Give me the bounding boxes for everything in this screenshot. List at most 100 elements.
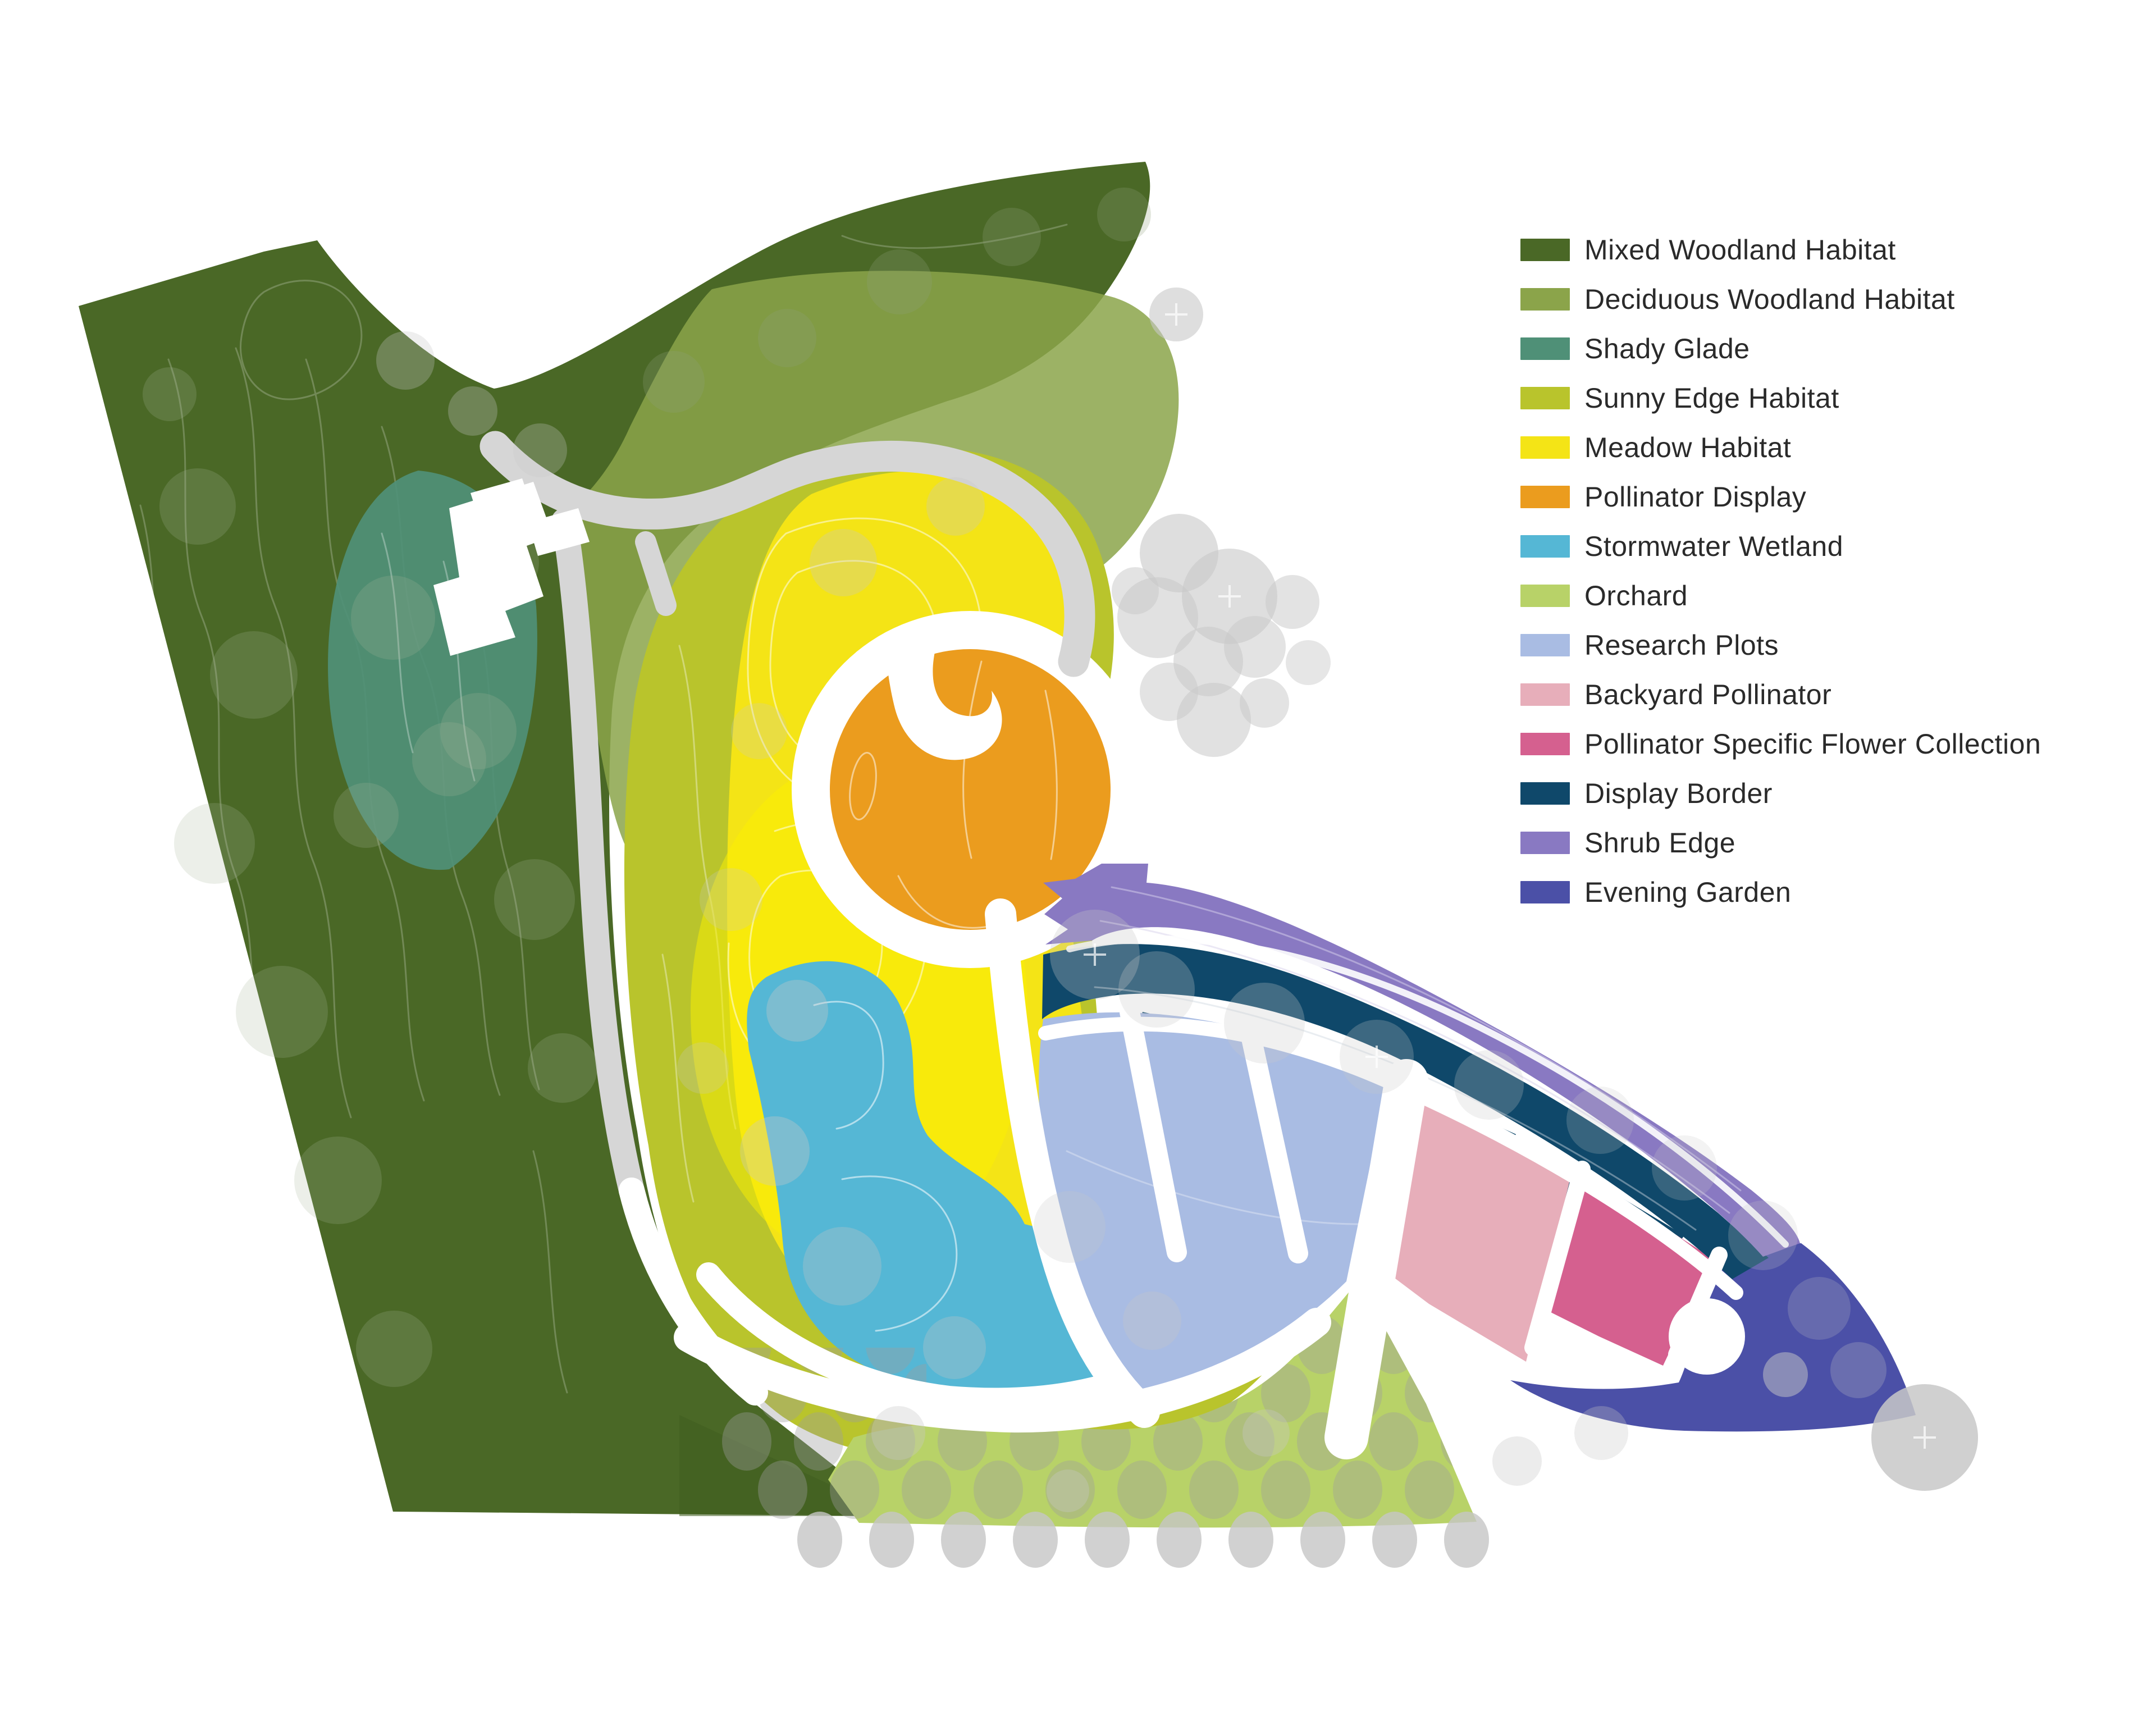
building-connector xyxy=(528,508,590,556)
tree-canopy xyxy=(758,309,816,367)
tree-canopy xyxy=(448,386,497,436)
tree-canopy xyxy=(731,703,787,759)
contour-line xyxy=(1111,886,1742,1192)
trail-bottom-sweep xyxy=(674,1308,1331,1433)
region-research-plots xyxy=(1039,1012,1387,1394)
legend-label: Deciduous Woodland Habitat xyxy=(1584,284,1955,315)
legend-label: Display Border xyxy=(1584,778,1773,809)
tree-canopy xyxy=(1788,1277,1851,1340)
building xyxy=(433,482,553,656)
contour-line xyxy=(841,223,1068,249)
tree-canopy xyxy=(1300,1512,1345,1568)
tree-canopy xyxy=(1372,1512,1417,1568)
legend-swatch-backyard-pollinator xyxy=(1520,683,1570,706)
pollinator-display-oval xyxy=(849,752,877,820)
tree-canopy xyxy=(1085,1512,1130,1568)
legend-item-shrub-edge: Shrub Edge xyxy=(1520,818,2041,868)
legend-item-backyard-pollinator: Backyard Pollinator xyxy=(1520,670,2041,719)
tree-canopy xyxy=(412,722,486,796)
tree-canopy xyxy=(803,1227,881,1306)
legend-swatch-deciduous-woodland xyxy=(1520,288,1570,311)
orchard-tree-dot xyxy=(1405,1461,1454,1519)
tree-canopy xyxy=(1763,1352,1808,1397)
legend-swatch-pollinator-specific xyxy=(1520,733,1570,755)
orchard-tree-dot xyxy=(1333,1461,1382,1519)
legend-item-research-plots: Research Plots xyxy=(1520,620,2041,670)
contour-line xyxy=(841,1175,958,1332)
contour-line xyxy=(962,660,983,859)
legend-label: Pollinator Specific Flower Collection xyxy=(1584,728,2041,760)
legend-swatch-research-plots xyxy=(1520,634,1570,656)
plot-divider xyxy=(1524,1161,1591,1356)
contour-line xyxy=(381,532,414,754)
contour-line xyxy=(235,347,352,1119)
legend-item-shady-glade: Shady Glade xyxy=(1520,324,2041,373)
legend-swatch-pollinator-display xyxy=(1520,486,1570,508)
legend-item-stormwater-wetland: Stormwater Wetland xyxy=(1520,522,2041,571)
legend-item-sunny-edge: Sunny Edge Habitat xyxy=(1520,373,2041,423)
orchard-tree-dot xyxy=(1369,1412,1418,1471)
orchard-tree-dot xyxy=(1045,1461,1095,1519)
tree-canopy xyxy=(1830,1342,1886,1398)
tree-canopy xyxy=(871,1406,925,1460)
tree-canopy xyxy=(210,631,298,719)
tree-canopy xyxy=(1224,616,1286,678)
tree-canopy xyxy=(1566,1087,1634,1154)
tree-canopy xyxy=(923,1316,986,1379)
orchard-tree-dot xyxy=(866,1412,915,1471)
tree-canopy xyxy=(643,351,705,413)
tree-canopy xyxy=(528,1033,597,1103)
orchard-tree-dot xyxy=(1153,1412,1203,1471)
tree-canopy xyxy=(294,1137,382,1224)
tree-plus-mark xyxy=(1084,943,1106,966)
legend-swatch-mixed-woodland xyxy=(1520,239,1570,261)
tree-canopy xyxy=(159,468,236,545)
contour-line xyxy=(1044,690,1058,860)
walk-main-loop xyxy=(479,431,1095,677)
tree-canopy xyxy=(1243,1409,1290,1457)
tree-canopy xyxy=(1266,575,1319,629)
orchard-tree-dot xyxy=(1261,1461,1310,1519)
tree-canopy xyxy=(1728,1201,1798,1270)
contour-line xyxy=(167,358,271,1124)
legend-swatch-stormwater-wetland xyxy=(1520,535,1570,558)
orchard-tree-dot xyxy=(1261,1364,1310,1422)
tree-canopy-layer xyxy=(143,188,1978,1512)
plot-divider xyxy=(1120,1002,1187,1262)
tree-canopy xyxy=(1240,678,1289,728)
legend-swatch-orchard xyxy=(1520,585,1570,607)
legend-label: Stormwater Wetland xyxy=(1584,531,1844,562)
legend-item-evening-garden: Evening Garden xyxy=(1520,868,2041,917)
tree-canopy xyxy=(494,859,575,940)
orchard-tree-dot xyxy=(794,1412,843,1471)
legend-item-meadow: Meadow Habitat xyxy=(1520,423,2041,472)
orchard-tree-dot xyxy=(1405,1364,1454,1422)
map-legend: Mixed Woodland Habitat Deciduous Woodlan… xyxy=(1520,225,2041,917)
legend-label: Orchard xyxy=(1584,580,1688,611)
tree-canopy xyxy=(766,980,828,1042)
tree-canopy xyxy=(1454,1050,1524,1120)
orchard-tree-dot xyxy=(722,1412,771,1471)
tree-plus-mark xyxy=(1165,303,1187,326)
tree-canopy xyxy=(143,367,197,421)
tree-canopy xyxy=(1224,983,1305,1064)
legend-swatch-display-border xyxy=(1520,782,1570,805)
tree-canopy xyxy=(1123,1292,1181,1350)
tree-canopy xyxy=(1444,1512,1489,1568)
legend-label: Shrub Edge xyxy=(1584,827,1736,859)
contour-line xyxy=(661,953,695,1203)
trail-inner-sweep xyxy=(985,898,1160,1428)
region-shrub-edge xyxy=(1043,864,1800,1257)
legend-label: Backyard Pollinator xyxy=(1584,679,1832,710)
tree-canopy xyxy=(867,249,932,314)
tree-canopy xyxy=(1034,1191,1106,1263)
legend-item-deciduous-woodland: Deciduous Woodland Habitat xyxy=(1520,275,2041,324)
tree-canopy xyxy=(1112,567,1159,614)
visitor-buildings xyxy=(433,478,590,656)
region-pollinator-specific xyxy=(1543,1178,1714,1366)
contour-line xyxy=(240,280,363,400)
legend-swatch-evening-garden xyxy=(1520,881,1570,903)
legend-swatch-shrub-edge xyxy=(1520,832,1570,854)
tree-canopy xyxy=(1157,1512,1202,1568)
